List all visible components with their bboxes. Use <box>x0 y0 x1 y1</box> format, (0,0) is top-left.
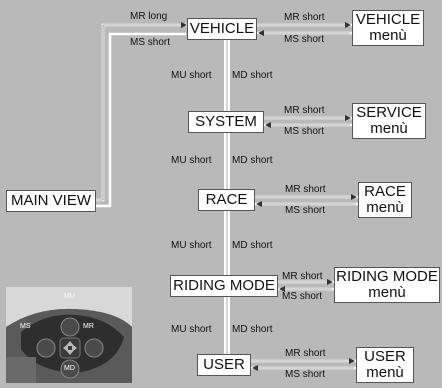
label-md-short-3: MD short <box>232 240 273 251</box>
handlebar-control-photo: MU MS MR MD <box>6 287 132 383</box>
menu-user-title: USER <box>364 349 406 365</box>
state-main-view-label: MAIN VIEW <box>11 193 91 209</box>
state-riding-mode-label: RIDING MODE <box>173 278 275 294</box>
photo-label-mu: MU <box>64 293 75 300</box>
state-riding-mode: RIDING MODE <box>170 275 278 297</box>
state-vehicle: VEHICLE <box>187 18 257 40</box>
menu-service: SERVICE menù <box>352 103 426 139</box>
menu-riding-mode: RIDING MODE menù <box>334 267 440 303</box>
state-race-label: RACE <box>206 192 248 208</box>
state-system: SYSTEM <box>188 111 264 133</box>
state-user: USER <box>197 354 251 376</box>
photo-label-mr: MR <box>83 323 94 330</box>
label-ms-short-riding: MS short <box>282 291 322 302</box>
label-mr-short-user: MR short <box>285 348 326 359</box>
label-md-short-1: MD short <box>232 70 273 81</box>
label-ms-short-system: MS short <box>284 126 324 137</box>
menu-user-subtitle: menù <box>366 365 404 381</box>
label-ms-short-vehicle: MS short <box>284 34 324 45</box>
menu-vehicle: VEHICLE menù <box>352 10 424 46</box>
label-mr-short-system: MR short <box>284 105 325 116</box>
menu-service-title: SERVICE <box>356 105 422 121</box>
menu-service-subtitle: menù <box>370 121 408 137</box>
label-mr-long: MR long <box>130 11 167 22</box>
label-mu-short-3: MU short <box>171 240 212 251</box>
label-ms-short-user: MS short <box>285 369 325 380</box>
label-md-short-2: MD short <box>232 155 273 166</box>
state-main-view: MAIN VIEW <box>6 190 96 212</box>
menu-race-title: RACE <box>364 184 406 200</box>
menu-riding-mode-title: RIDING MODE <box>336 269 438 285</box>
menu-race: RACE menù <box>358 182 412 218</box>
menu-user: USER menù <box>356 347 414 383</box>
label-ms-short-main: MS short <box>130 37 170 48</box>
photo-label-ms: MS <box>20 323 31 330</box>
menu-riding-mode-subtitle: menù <box>368 285 406 301</box>
label-mr-short-riding: MR short <box>282 271 323 282</box>
state-system-label: SYSTEM <box>195 114 257 130</box>
photo-label-md: MD <box>64 365 75 372</box>
label-mu-short-1: MU short <box>171 70 212 81</box>
label-mu-short-2: MU short <box>171 155 212 166</box>
label-md-short-4: MD short <box>232 324 273 335</box>
menu-vehicle-title: VEHICLE <box>356 12 420 28</box>
label-mr-short-vehicle: MR short <box>284 12 325 23</box>
state-vehicle-label: VEHICLE <box>190 21 254 37</box>
state-user-label: USER <box>203 357 245 373</box>
main-view-vehicle-connector <box>96 25 188 206</box>
menu-race-subtitle: menù <box>366 200 404 216</box>
menu-vehicle-subtitle: menù <box>369 28 407 44</box>
label-mu-short-4: MU short <box>171 324 212 335</box>
state-race: RACE <box>198 189 255 211</box>
label-mr-short-race: MR short <box>285 184 326 195</box>
label-ms-short-race: MS short <box>285 205 325 216</box>
